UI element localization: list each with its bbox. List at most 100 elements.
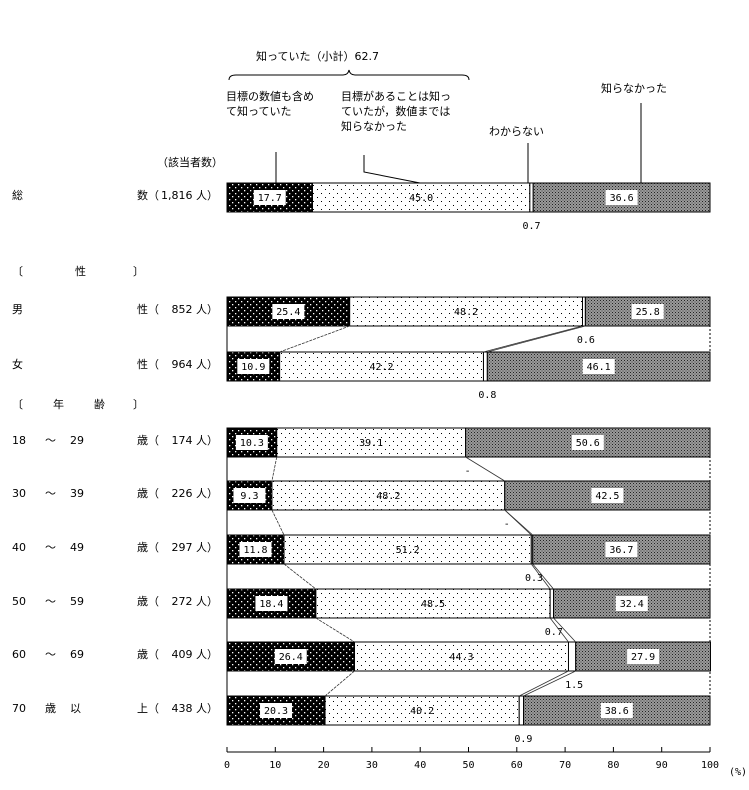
connector-line [324, 670, 355, 697]
legend-label-known-without-value: 目標があることは知っ [341, 90, 451, 103]
row-label: 69 [70, 648, 84, 661]
value-label: 20.3 [264, 706, 288, 717]
value-label-small: 1.5 [565, 680, 583, 691]
row-label: 総 [12, 189, 23, 202]
unit-label: (%) [729, 767, 747, 778]
section-header: 性 [75, 265, 86, 278]
row-label: 上（ [137, 702, 159, 715]
row-label: 50 [12, 595, 26, 608]
legend-label-not-known: 知らなかった [601, 82, 667, 95]
value-label-small: 0.8 [478, 390, 496, 401]
row-label: ～ [45, 648, 56, 661]
bar-segment [518, 695, 525, 726]
value-label: 38.6 [605, 706, 629, 717]
connector-line [271, 456, 278, 482]
connector-line [487, 325, 586, 353]
value-label-small: 0.3 [525, 573, 543, 584]
value-label: 10.9 [241, 362, 265, 373]
connector-line [279, 325, 350, 353]
value-label: 25.4 [276, 307, 300, 318]
row-label: ～ [45, 595, 56, 608]
value-label-box [631, 304, 664, 319]
legend-label-known-without-value: 知らなかった [341, 120, 407, 133]
value-label-box [237, 359, 270, 374]
connector-line [530, 563, 551, 590]
x-tick-label: 30 [366, 760, 378, 771]
value-label: 40.2 [410, 706, 434, 717]
value-label: 44.3 [449, 652, 473, 663]
value-label-small: 0.6 [577, 335, 595, 346]
value-label-box [582, 359, 615, 374]
row-label: 60 [12, 648, 26, 661]
section-header: 齢 [94, 398, 105, 411]
value-label: 9.3 [240, 491, 258, 502]
bar-segment [529, 182, 534, 213]
x-tick-label: 70 [559, 760, 571, 771]
value-label: 18.4 [259, 599, 283, 610]
value-label-box [571, 435, 604, 450]
x-tick-label: 0 [224, 760, 230, 771]
legend-label-known-with-value: 目標の数値も含め [226, 90, 314, 103]
bar-segment [276, 427, 467, 458]
bar-segment [549, 588, 555, 619]
value-label-box [600, 703, 633, 718]
bar-segment [226, 351, 281, 382]
connector-line [504, 509, 534, 536]
connector-line [553, 617, 577, 643]
x-tick-label: 20 [318, 760, 330, 771]
value-label: 48.2 [376, 491, 400, 502]
section-header: 〔 [12, 398, 23, 411]
value-label-small: - [504, 519, 510, 530]
bar-segment [311, 182, 531, 213]
x-tick-label: 100 [701, 760, 719, 771]
connector-line [532, 563, 554, 590]
value-label: 32.4 [620, 599, 644, 610]
value-label-box [272, 304, 305, 319]
row-label: ～ [45, 487, 56, 500]
section-header: 〔 [12, 265, 23, 278]
value-label: 17.7 [258, 193, 282, 204]
value-label: 10.3 [240, 438, 264, 449]
connector-line [549, 617, 569, 643]
connector-line [465, 456, 505, 482]
row-label: 29 [70, 434, 84, 447]
section-header: 年 [53, 398, 64, 411]
value-label-box [591, 488, 624, 503]
row-label: 歳（ [137, 541, 159, 554]
row-count: 272 人） [171, 595, 219, 608]
row-label: 歳（ [137, 595, 159, 608]
connector-line [483, 325, 583, 353]
connector-line [519, 670, 569, 697]
section-header: 〕 [133, 265, 144, 278]
value-label-box [627, 649, 660, 664]
row-label: 性（ [137, 303, 159, 316]
row-count: 964 人） [171, 358, 219, 371]
bar-segment [324, 695, 520, 726]
bar-segment [567, 641, 577, 672]
value-label: 36.6 [610, 193, 634, 204]
x-tick-label: 10 [269, 760, 281, 771]
row-count: 1,816 人） [161, 189, 218, 202]
row-label: 男 [12, 303, 23, 316]
section-header: 〕 [133, 398, 144, 411]
bar-segment [283, 534, 532, 565]
value-label: 26.4 [279, 652, 303, 663]
row-count: 297 人） [171, 541, 219, 554]
value-label: 42.2 [370, 362, 394, 373]
legend-label-known-without-value: ていたが，数値までは [341, 105, 451, 118]
value-label-box [253, 190, 286, 205]
value-label: 51.2 [396, 545, 420, 556]
row-label: 歳（ [137, 434, 159, 447]
row-count: 438 人） [171, 702, 219, 715]
pointer-line [363, 155, 421, 184]
row-count: 174 人） [171, 434, 219, 447]
row-label: ～ [45, 434, 56, 447]
bar-segment [315, 588, 551, 619]
value-label-box [233, 488, 266, 503]
subtotal-label: 知っていた（小計）62.7 [256, 50, 379, 63]
value-label: 27.9 [631, 652, 655, 663]
value-label-small: 0.7 [523, 221, 541, 232]
row-count: 226 人） [171, 487, 219, 500]
legend-label-known-with-value: て知っていた [226, 105, 292, 118]
